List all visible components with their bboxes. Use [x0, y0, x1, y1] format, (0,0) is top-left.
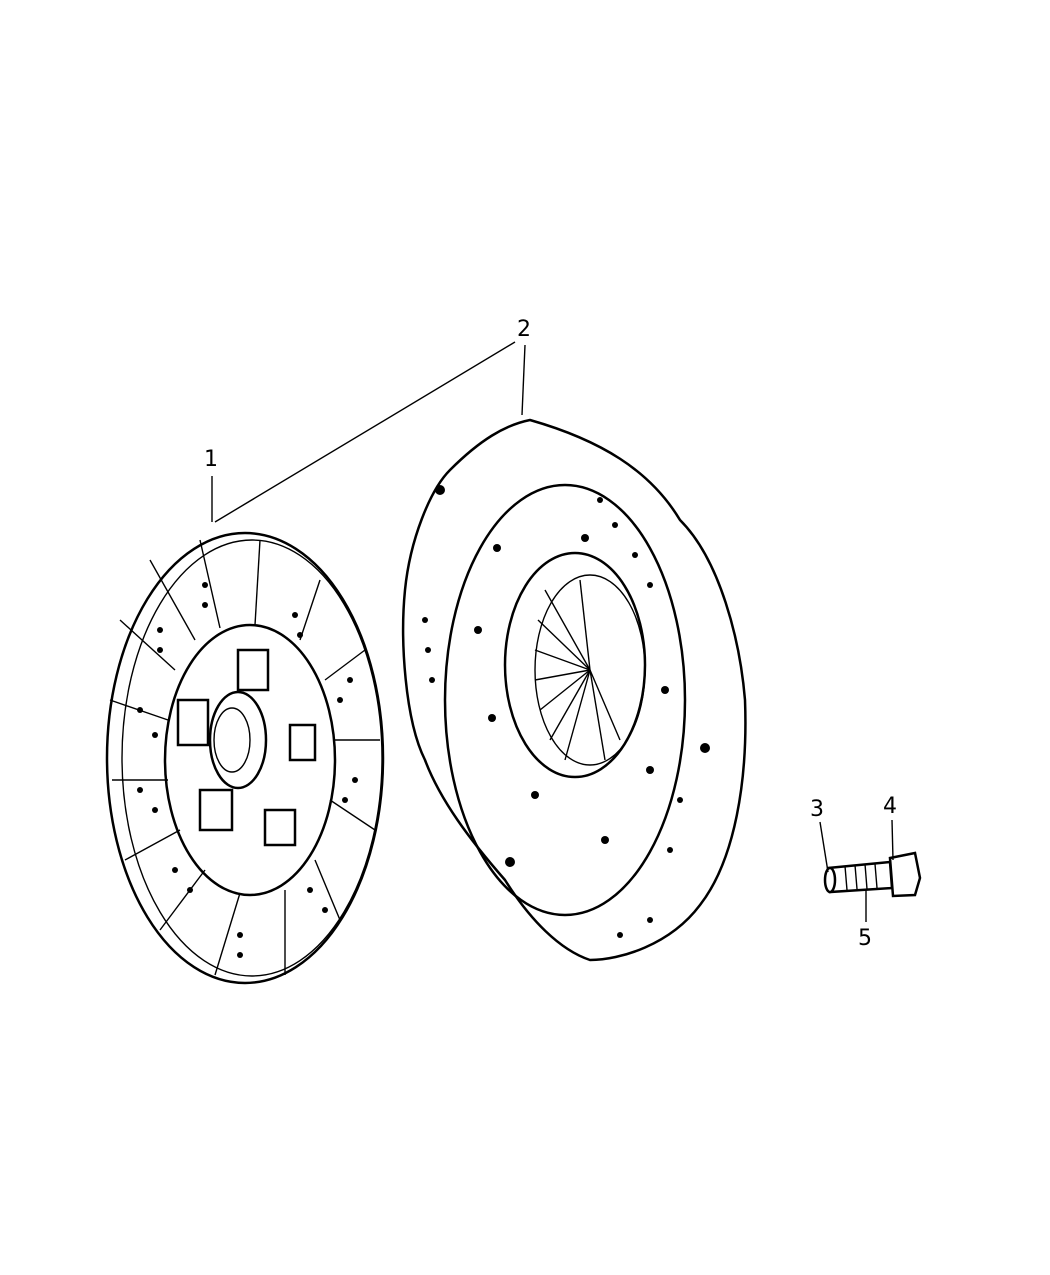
- callout-1: 1: [204, 447, 218, 472]
- leader-lines: [211, 341, 894, 922]
- bolt-head: [888, 851, 922, 898]
- callout-3: 3: [810, 797, 824, 822]
- clutch-disc: [105, 531, 385, 985]
- callout-2: 2: [517, 317, 531, 342]
- friction-segments: [109, 539, 380, 976]
- pressure-plate-holes: [422, 485, 710, 938]
- callout-4: 4: [883, 794, 897, 819]
- diaphragm-fingers: [534, 579, 621, 761]
- pressure-plate: [401, 418, 747, 962]
- callout-5: 5: [858, 926, 872, 951]
- bolt: [823, 851, 922, 898]
- damper-springs: [176, 648, 317, 847]
- disc-rivets: [137, 582, 358, 958]
